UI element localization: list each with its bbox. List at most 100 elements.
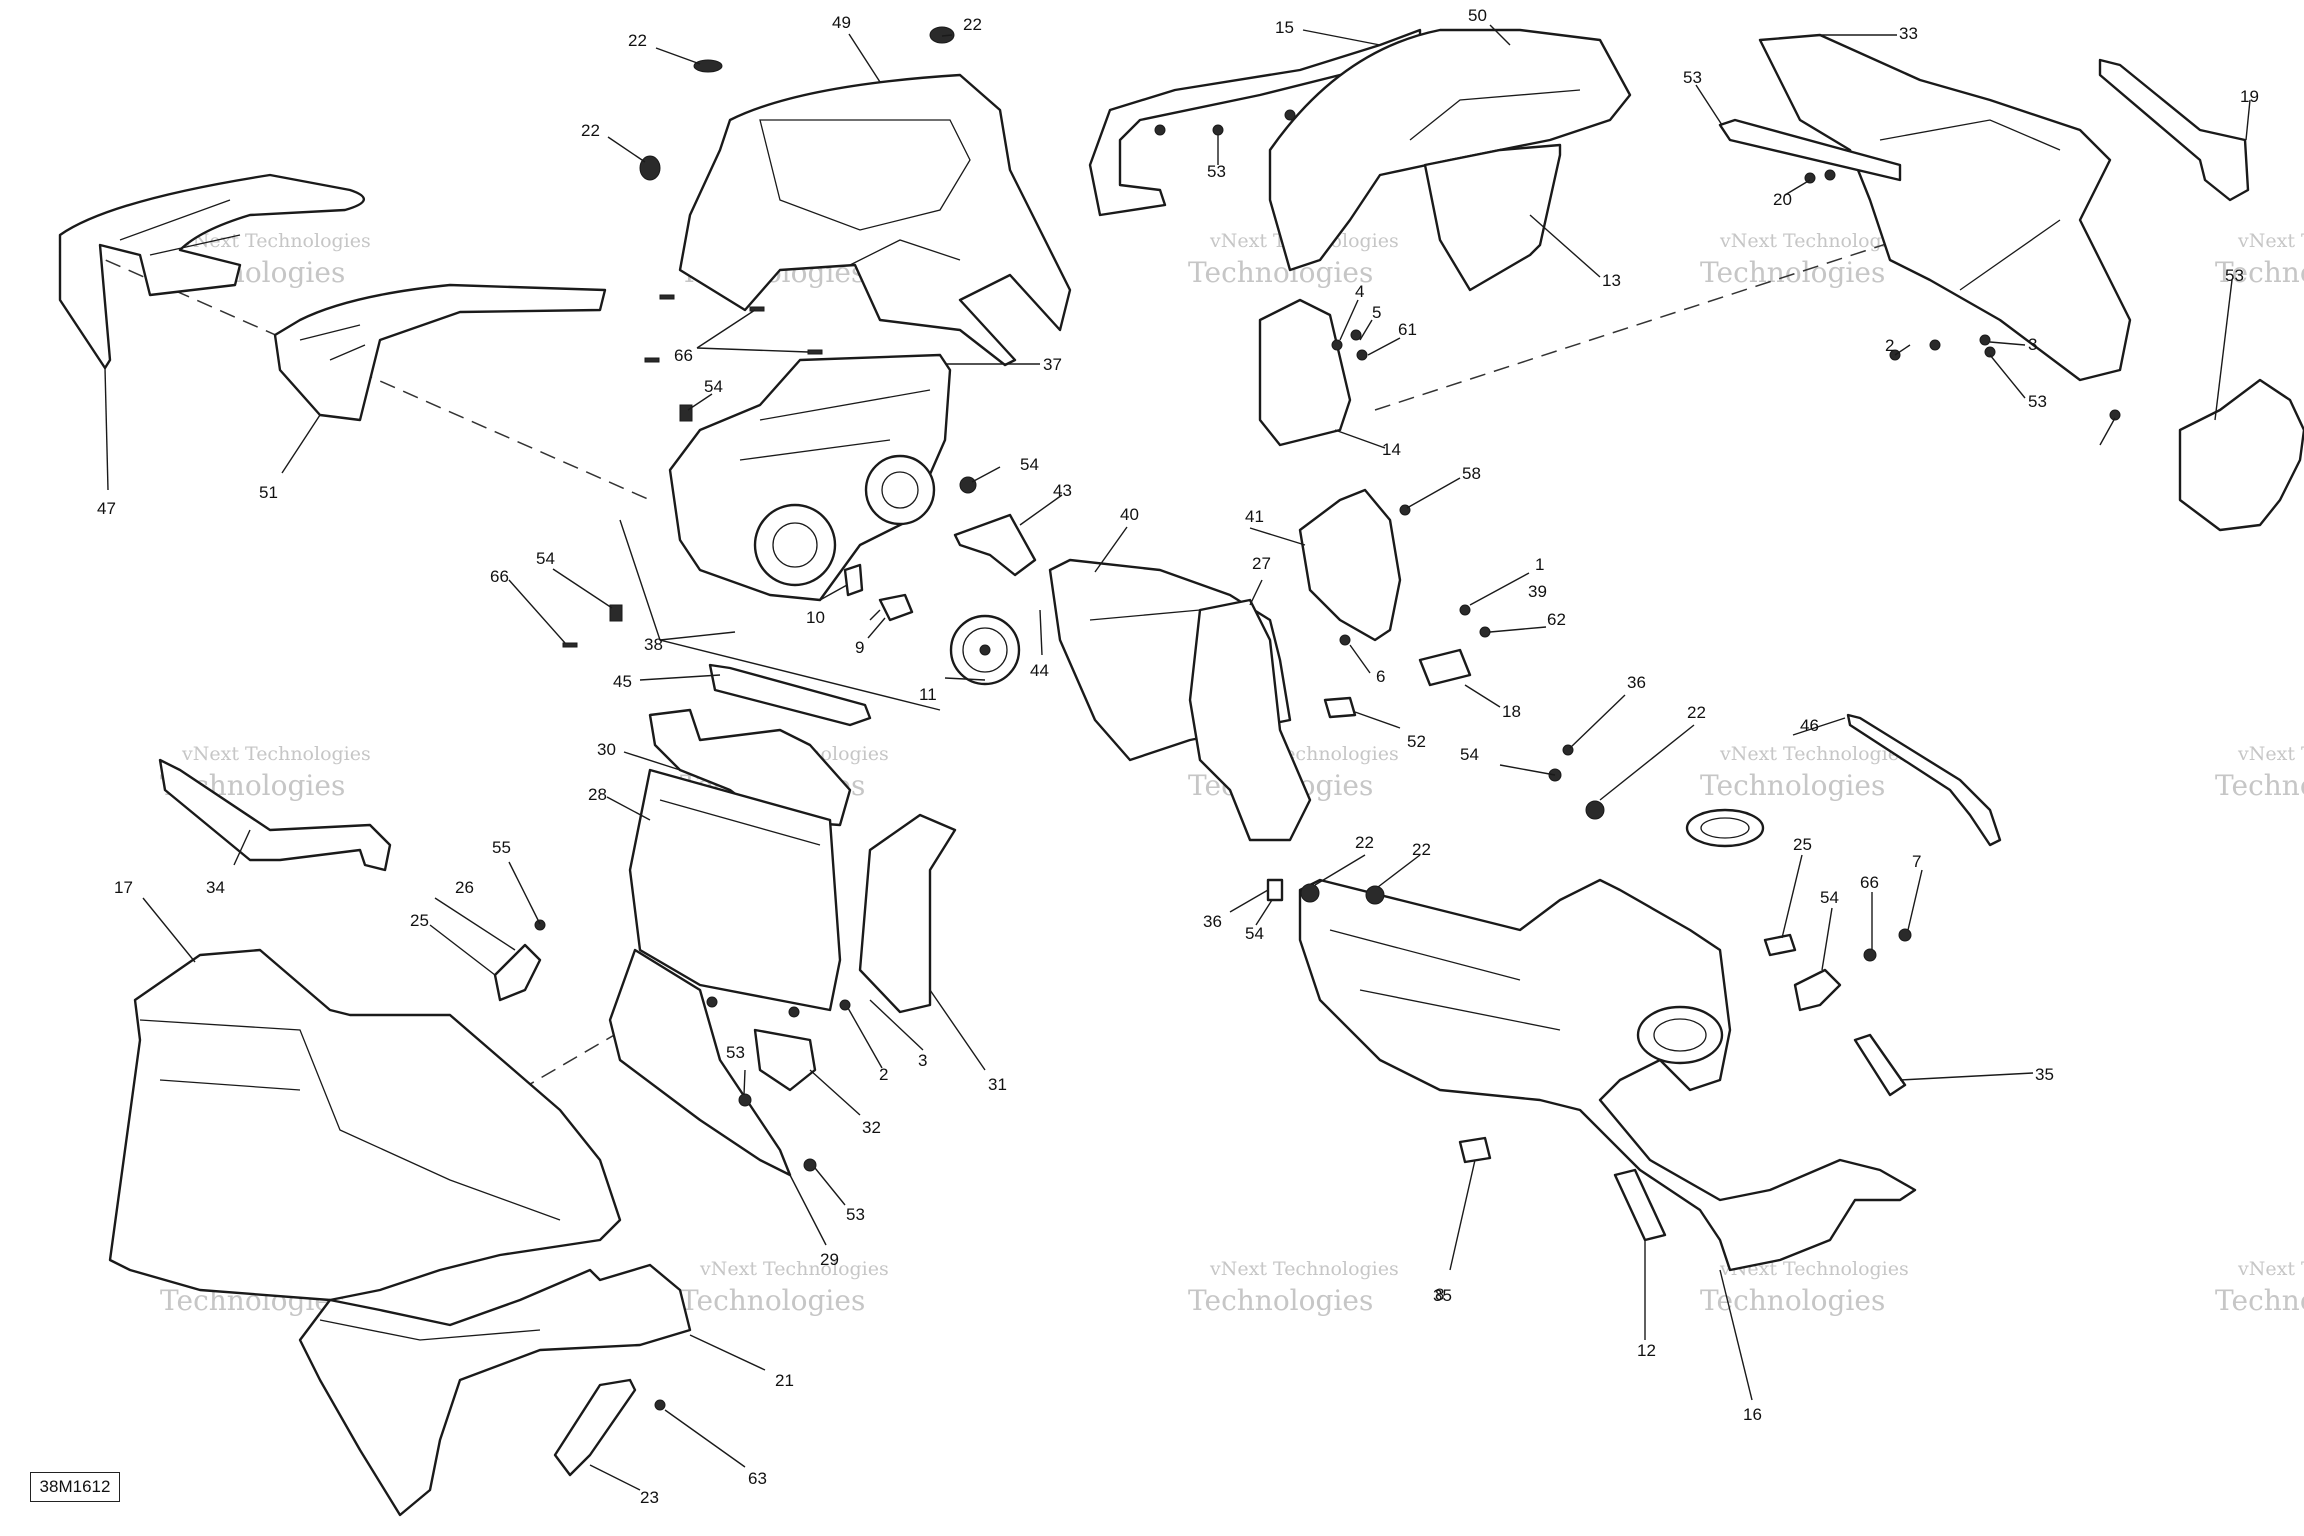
callout-label: 62 <box>1547 610 1566 629</box>
callout-label: 19 <box>2240 87 2259 106</box>
callout-label: 22 <box>628 31 647 50</box>
callout-label: 2 <box>1885 336 1894 355</box>
callout-label: 43 <box>1053 481 1072 500</box>
svg-text:vNext Technologies: vNext Technologies <box>181 230 371 252</box>
callout-label: 39 <box>1528 582 1547 601</box>
callout-label: 1 <box>1535 555 1544 574</box>
part-17-front-fairing <box>108 948 622 1302</box>
part-9-bulb <box>869 593 914 622</box>
callout-label: 3 <box>2028 335 2037 354</box>
part-50-dash-panel <box>1268 28 1632 272</box>
callout-label: 25 <box>410 911 429 930</box>
callout-label: 35 <box>1433 1286 1452 1305</box>
part-35-pad <box>1458 933 1797 1164</box>
part-30-bracket <box>648 708 852 827</box>
callout-label: 61 <box>1398 320 1417 339</box>
figure-reference-box: 38M1612 <box>30 1472 120 1502</box>
callout-label: 29 <box>820 1250 839 1269</box>
svg-text:Technologies: Technologies <box>2215 256 2304 289</box>
callout-label: 66 <box>674 346 693 365</box>
part-16-dash-upper <box>1758 33 2132 382</box>
callout-label: 31 <box>988 1075 1007 1094</box>
callout-label: 52 <box>1407 732 1426 751</box>
callout-label: 27 <box>1252 554 1271 573</box>
svg-text:vNext Technologies: vNext Technologies <box>181 743 371 765</box>
callout-label: 41 <box>1245 507 1264 526</box>
part-32-cover <box>753 1028 817 1092</box>
svg-text:vNext Technologies: vNext Technologies <box>2237 230 2304 252</box>
callout-label: 40 <box>1120 505 1139 524</box>
part-8-reflector <box>1613 1168 1667 1242</box>
callout-label: 63 <box>748 1469 767 1488</box>
callouts: 22 49 22 22 66 54 37 54 43 10 9 11 44 47… <box>97 6 2259 1507</box>
callout-label: 46 <box>1800 716 1819 735</box>
svg-text:Technologies: Technologies <box>1700 256 1885 289</box>
part-28-side-panel <box>628 768 842 1012</box>
callout-label: 13 <box>1602 271 1621 290</box>
callout-label: 54 <box>1020 455 1039 474</box>
part-20-side-module <box>2178 378 2304 532</box>
part-25-side-reflector-right <box>1793 968 1842 1012</box>
part-34-trim <box>158 758 392 872</box>
callout-label: 33 <box>1899 24 1918 43</box>
callout-label: 22 <box>1412 840 1431 859</box>
svg-text:vNext Technologies: vNext Technologies <box>1209 1258 1399 1280</box>
callout-label: 22 <box>1687 703 1706 722</box>
callout-label: 18 <box>1502 702 1521 721</box>
callout-label: 54 <box>1245 924 1264 943</box>
callout-label: 53 <box>2225 266 2244 285</box>
part-45-strip <box>708 663 872 727</box>
callout-label: 10 <box>806 608 825 627</box>
callout-label: 54 <box>536 549 555 568</box>
part-49-instrument-housing <box>678 73 1072 367</box>
callout-label: 25 <box>1793 835 1812 854</box>
callout-label: 12 <box>1637 1341 1656 1360</box>
svg-text:Technologies: Technologies <box>1188 1284 1373 1317</box>
callout-label: 2 <box>879 1065 888 1084</box>
callout-label: 55 <box>492 838 511 857</box>
svg-text:Technologies: Technologies <box>680 1284 865 1317</box>
callout-label: 53 <box>846 1205 865 1224</box>
part-43-bracket <box>953 513 1037 577</box>
callout-label: 36 <box>1627 673 1646 692</box>
callout-label: 11 <box>919 685 937 704</box>
callout-label: 66 <box>1860 873 1879 892</box>
callout-label: 53 <box>2028 392 2047 411</box>
part-47-windshield-panel <box>58 173 365 370</box>
callout-label: 20 <box>1773 190 1792 209</box>
part-10-bulb-small <box>843 563 864 597</box>
callout-label: 53 <box>1683 68 1702 87</box>
callout-label: 21 <box>775 1371 794 1390</box>
callout-label: 23 <box>640 1488 659 1507</box>
part-19-bracket <box>1718 118 1902 182</box>
part-11-horn <box>949 614 1021 686</box>
callout-label: 51 <box>259 483 278 502</box>
part-27-trim <box>1188 598 1312 842</box>
callout-label: 3 <box>918 1051 927 1070</box>
svg-text:vNext Technologies: vNext Technologies <box>699 1258 889 1280</box>
svg-text:Technologies: Technologies <box>2215 1284 2304 1317</box>
leader-lines <box>104 24 2251 1491</box>
svg-text:vNext Technologies: vNext Technologies <box>2237 1258 2304 1280</box>
part-52-pad <box>1323 696 1357 719</box>
svg-text:vNext Technologies: vNext Technologies <box>2237 743 2304 765</box>
callout-label: 45 <box>613 672 632 691</box>
part-12-console <box>1298 878 1917 1272</box>
part-36-fastener <box>1266 878 1284 902</box>
part-13-panel <box>1423 143 1562 292</box>
part-29-lower-panel <box>608 948 792 1177</box>
callout-label: 22 <box>1355 833 1374 852</box>
callout-label: 53 <box>1207 162 1226 181</box>
svg-text:Technologies: Technologies <box>1188 256 1373 289</box>
figure-reference-label: 38M1612 <box>39 1477 111 1496</box>
callout-label: 6 <box>1376 667 1385 686</box>
part-7-reflector <box>1853 1033 1907 1097</box>
part-31-side-panel <box>858 813 957 1014</box>
